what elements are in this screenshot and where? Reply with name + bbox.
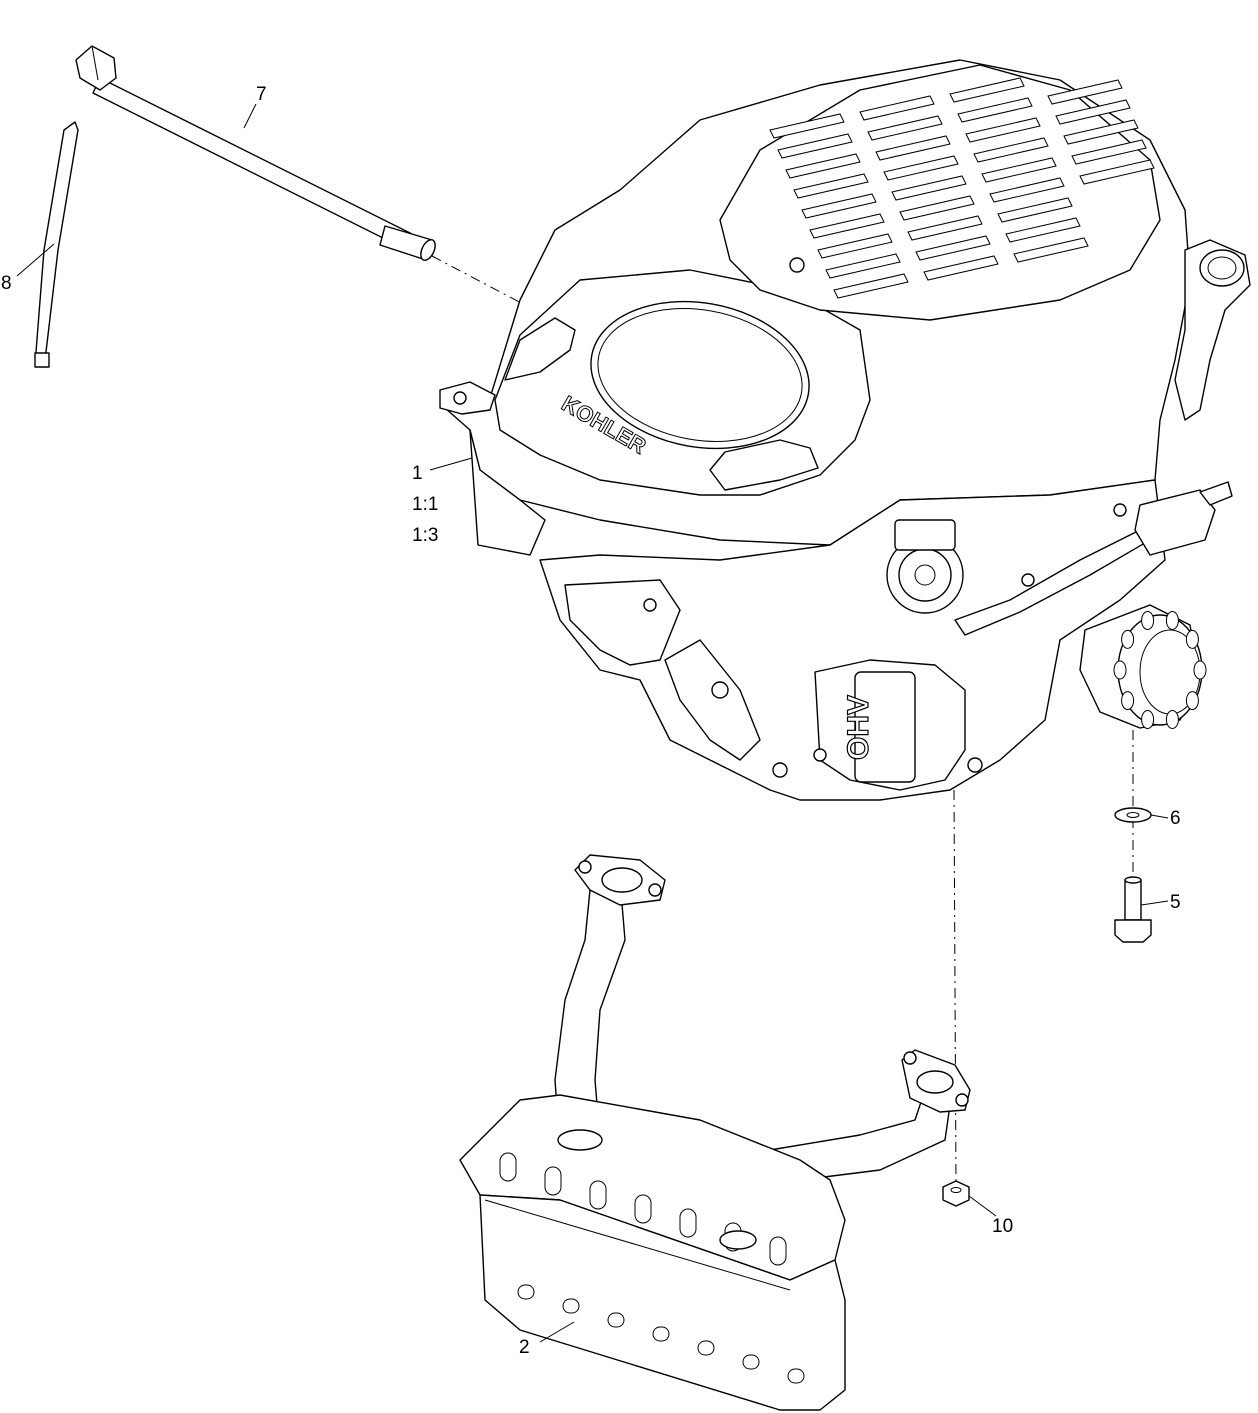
air-intake-grille [769,77,1155,299]
muffler-top-vent [679,1208,697,1238]
grille-slat [899,195,975,221]
muffler-top-vent [769,1236,787,1266]
filter-rib [1121,691,1135,711]
grille-slat [777,133,853,159]
filter-rib [1165,611,1179,630]
grille-slat [997,197,1073,223]
filter-rib [1165,710,1179,729]
grille-slat [923,255,999,281]
grille-slat [1005,217,1081,243]
muffler-bottom-vent [697,1340,715,1356]
grille-slat [907,215,983,241]
muffler-top-vent [499,1152,517,1182]
grille-slat [867,115,943,141]
grille-slat [793,173,869,199]
grille-slat [1055,99,1131,125]
grille-slat [981,157,1057,183]
grille-slat [809,213,885,239]
engine-assembly-part: KOHLER OHV [439,59,1251,1186]
muffler-bottom-vent [607,1312,625,1328]
grille-slat [949,77,1025,103]
muffler-bottom-vent [787,1368,805,1384]
muffler-bottom-vent [562,1298,580,1314]
grille-slat [915,235,991,261]
grille-slat [1079,159,1155,185]
muffler-top-vent [589,1180,607,1210]
filter-rib [1141,710,1155,729]
ohv-text: OHV [842,695,875,760]
grille-slat [973,137,1049,163]
callout-2: 2 [519,1337,530,1358]
muffler-top-vent [634,1194,652,1224]
grille-slat [1071,139,1147,165]
muffler-bottom-vent [517,1284,535,1300]
filter-rib [1185,691,1199,711]
callout-7: 7 [256,84,267,105]
dipstick-tube-part [75,45,526,306]
grille-slat [1013,237,1089,263]
grille-slat [1047,79,1123,105]
grille-slat [769,113,845,139]
grille-slat [859,95,935,121]
washer-part [1114,807,1152,823]
grille-slat [1063,119,1139,145]
muffler-top-vent [544,1166,562,1196]
grille-slat [825,253,901,279]
callout-8: 8 [1,273,12,294]
filter-rib [1113,660,1127,680]
callout-10: 10 [992,1216,1013,1237]
grille-slat [883,155,959,181]
filter-rib [1185,629,1199,649]
callout-5: 5 [1170,892,1181,913]
callout-6: 6 [1170,808,1181,829]
oil-filter-part [1079,604,1207,729]
grille-slat [989,177,1065,203]
grille-slat [817,233,893,259]
grille-slat [833,273,909,299]
muffler-bottom-vent [652,1326,670,1342]
muffler-bottom-vent [742,1354,760,1370]
filter-rib [1121,629,1135,649]
callout-1: 1 [412,463,423,484]
grille-slat [875,135,951,161]
cable-tie-part [34,121,79,368]
grille-slat [957,97,1033,123]
nut-part [942,1180,970,1207]
filter-rib [1193,660,1207,680]
grille-slat [965,117,1041,143]
filter-rib [1141,611,1155,630]
muffler-part [459,854,971,1411]
grille-slat [801,193,877,219]
callouts: 7 8 1 1:1 1:3 6 5 10 2 [1,84,1181,1358]
bolt-part [1114,876,1152,943]
callout-1-3: 1:3 [412,525,438,546]
callout-1-1: 1:1 [412,494,438,515]
grille-slat [785,153,861,179]
grille-slat [891,175,967,201]
